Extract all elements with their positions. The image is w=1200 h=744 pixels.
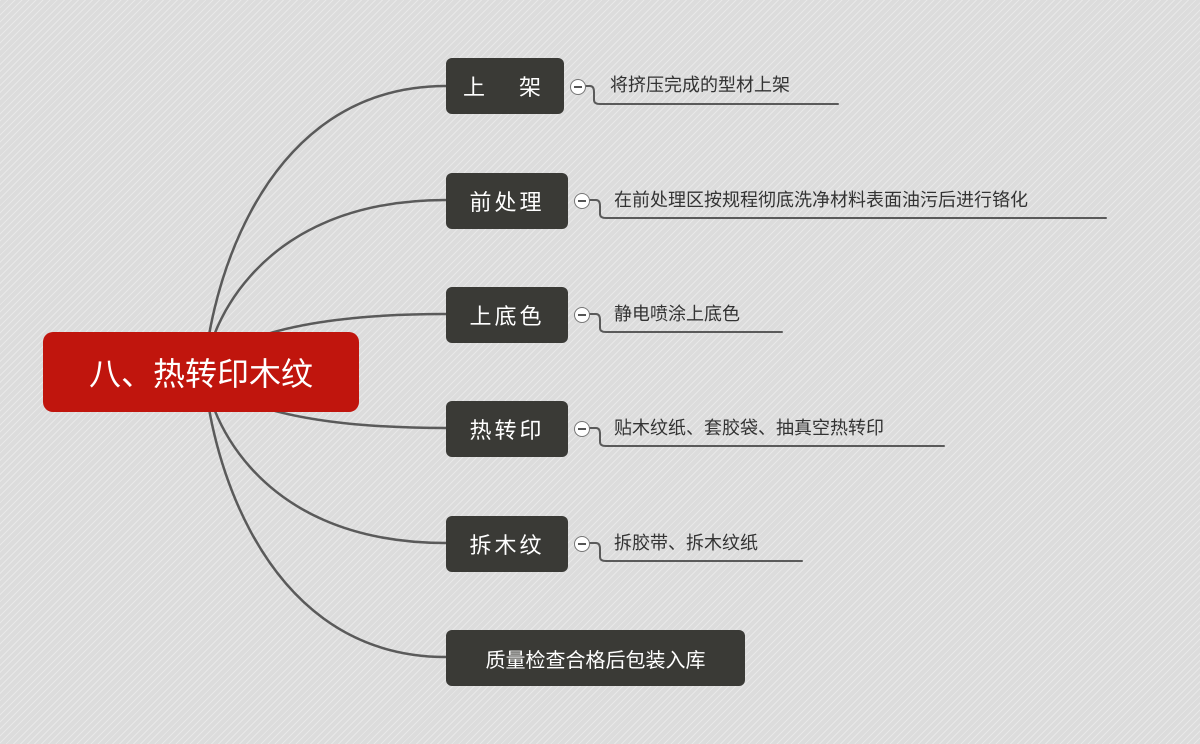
step-label-4: 热转印 <box>469 419 545 444</box>
detail-connector-5 <box>589 542 803 562</box>
collapse-toggle-icon-3[interactable] <box>574 307 590 323</box>
collapse-toggle-icon-2[interactable] <box>574 193 590 209</box>
step-label-6: 质量检查合格后包装入库 <box>485 647 706 672</box>
step-detail-5: 拆胶带、拆木纹纸 <box>614 533 758 554</box>
step-label-2: 前处理 <box>469 191 545 216</box>
step-node-2[interactable]: 前处理 <box>446 173 568 229</box>
collapse-toggle-icon-1[interactable] <box>570 79 586 95</box>
step-detail-2: 在前处理区按规程彻底洗净材料表面油污后进行铬化 <box>614 190 1028 211</box>
root-topic[interactable]: 八、热转印木纹 <box>43 332 359 412</box>
step-label-5: 拆木纹 <box>469 534 545 559</box>
detail-connector-2 <box>589 199 1107 219</box>
collapse-toggle-icon-5[interactable] <box>574 536 590 552</box>
detail-connector-1 <box>585 85 839 105</box>
detail-connector-4 <box>589 427 945 447</box>
step-detail-1: 将挤压完成的型材上架 <box>610 75 790 96</box>
step-detail-3: 静电喷涂上底色 <box>614 304 740 325</box>
step-label-1: 上 架 <box>462 76 547 101</box>
detail-connector-3 <box>589 313 783 333</box>
root-topic-label: 八、热转印木纹 <box>88 355 313 393</box>
step-node-6[interactable]: 质量检查合格后包装入库 <box>446 630 745 686</box>
step-node-4[interactable]: 热转印 <box>446 401 568 457</box>
collapse-toggle-icon-4[interactable] <box>574 421 590 437</box>
step-node-3[interactable]: 上底色 <box>446 287 568 343</box>
branch-line-6 <box>203 370 448 659</box>
step-node-5[interactable]: 拆木纹 <box>446 516 568 572</box>
branch-line-1 <box>203 84 448 374</box>
step-detail-4: 贴木纹纸、套胶袋、抽真空热转印 <box>614 418 884 439</box>
step-label-3: 上底色 <box>469 305 545 330</box>
step-node-1[interactable]: 上 架 <box>446 58 564 114</box>
